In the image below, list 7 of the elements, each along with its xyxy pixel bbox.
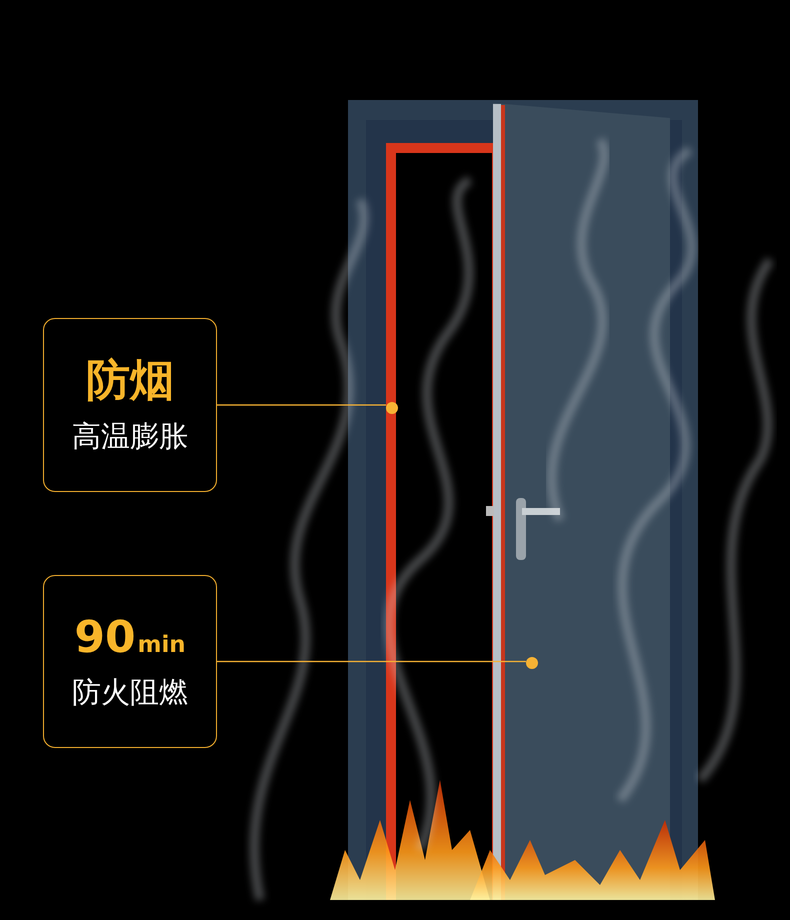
- callout-box: [43, 575, 217, 748]
- feature-caption: 高温膨胀: [72, 418, 188, 454]
- leader-line: [217, 404, 386, 406]
- callout-box: [43, 318, 217, 492]
- leader-line: [217, 660, 526, 662]
- feature-caption: 防火阻燃: [72, 675, 188, 710]
- feature-title: 防烟: [86, 356, 174, 407]
